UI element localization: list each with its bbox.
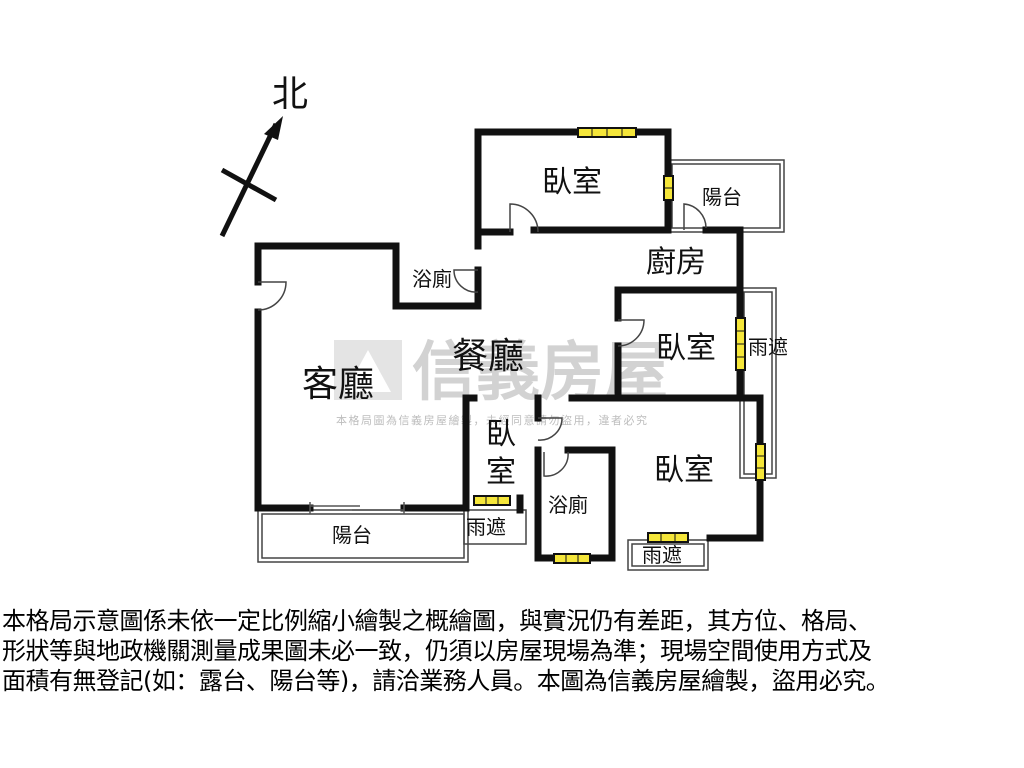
room-rain-shelter-left: 雨遮 (466, 515, 506, 539)
floor-plan: 北 信義房屋 本格局圖為信義房屋繪製，未經同意請勿盜用，違者必究 (219, 74, 788, 571)
disclaimer-text: 本格局示意圖係未依一定比例縮小繪製之概繪圖，與實況仍有差距，其方位、格局、 形狀… (2, 606, 1022, 696)
watermark-notice: 本格局圖為信義房屋繪製，未經同意請勿盜用，違者必究 (336, 413, 649, 427)
room-living: 客廳 (302, 364, 374, 405)
watermark-logo (334, 340, 402, 400)
window-mullions (485, 128, 765, 563)
disclaimer-line: 形狀等與地政機關測量成果圖未必一致，仍須以房屋現場為準；現場空間使用方式及 (2, 637, 872, 665)
room-bath-upper: 浴廁 (412, 267, 452, 291)
room-bedroom-middle: 臥室 (656, 331, 716, 366)
room-bedroom-small-line1: 臥 (486, 417, 516, 452)
room-bedroom-top: 臥室 (542, 165, 602, 200)
north-arrow-icon (219, 116, 283, 238)
disclaimer-line: 面積有無登記(如：露台、陽台等)，請洽業務人員。本圖為信義房屋繪製，盜用必究。 (2, 667, 890, 695)
room-dining: 餐廳 (452, 336, 524, 377)
room-bath-lower: 浴廁 (548, 493, 588, 517)
doors (257, 203, 707, 477)
sliding-door (309, 502, 405, 514)
room-rain-shelter-right: 雨遮 (748, 335, 788, 359)
compass-label: 北 (272, 74, 308, 115)
room-kitchen: 廚房 (646, 245, 706, 280)
walls (254, 128, 764, 562)
room-balcony-bottom: 陽台 (332, 523, 372, 547)
room-balcony-top: 陽台 (702, 185, 742, 209)
room-bedroom-small-line2: 室 (486, 455, 516, 490)
disclaimer-line: 本格局示意圖係未依一定比例縮小繪製之概繪圖，與實況仍有差距，其方位、格局、 (2, 607, 872, 635)
room-bedroom-large: 臥室 (654, 453, 714, 488)
room-rain-shelter-bottom: 雨遮 (642, 543, 682, 567)
